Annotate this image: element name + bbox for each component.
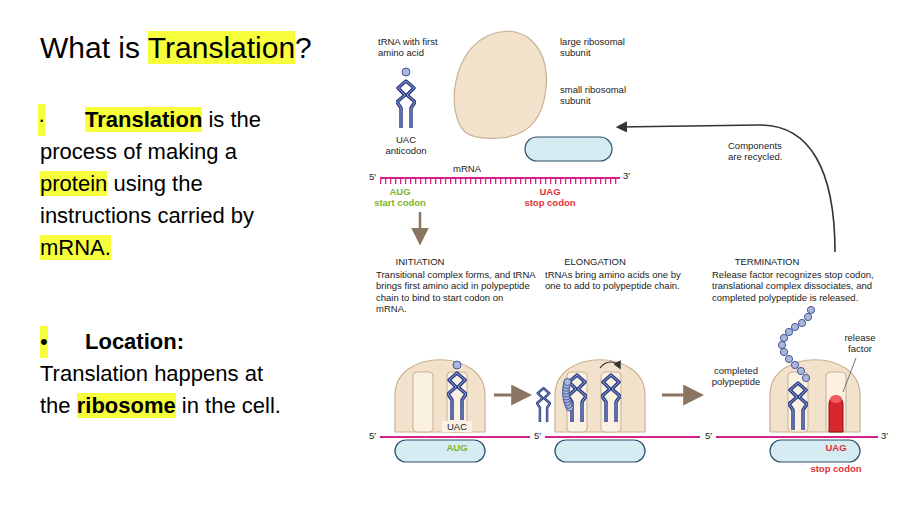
large-subunit	[555, 360, 645, 432]
codon-label: AUG	[380, 186, 420, 197]
codon-label: UAC	[442, 421, 472, 432]
recycle-arrow	[618, 125, 835, 252]
amino-acid-bead	[780, 348, 787, 355]
small-subunit	[770, 440, 860, 462]
highlight-mark: mRNA.	[40, 235, 111, 260]
strand-end: 5′	[369, 430, 376, 441]
mrna-bases	[380, 178, 620, 184]
mrna-strand	[716, 436, 878, 438]
part-label: mRNA	[445, 163, 489, 174]
highlight-mark: Translation	[148, 31, 295, 64]
mrna-strand	[380, 436, 530, 438]
part-label: completed polypeptide	[705, 365, 767, 388]
small-subunit	[395, 440, 485, 462]
amino-acid-bead	[802, 374, 809, 381]
release-factor-top	[830, 395, 842, 403]
large-subunit	[395, 360, 485, 432]
strand-end: 5′	[705, 430, 712, 441]
amino-acid-bead	[798, 319, 805, 326]
codon-label: UAG	[530, 186, 570, 197]
strand-end: 3′	[881, 430, 888, 441]
transfer-arrow	[600, 362, 620, 368]
bullet-marker: •	[40, 326, 48, 358]
part-label: UAC anticodon	[381, 134, 431, 157]
flow-arrow	[494, 394, 528, 397]
large-subunit	[770, 360, 860, 432]
flow-arrow	[662, 394, 700, 397]
ribosome-site	[413, 372, 433, 432]
flow-arrow	[419, 212, 422, 242]
cycle-note: Components are recycled.	[728, 140, 790, 163]
location-heading: Location:	[85, 326, 184, 358]
highlight-mark: ribosome	[77, 393, 176, 418]
ribosome-site	[601, 372, 621, 432]
codon-label: AUG	[442, 442, 472, 453]
amino-acid-bead	[785, 328, 792, 335]
stage-description: Release factor recognizes stop codon, tr…	[712, 269, 882, 303]
codon-label: UAG	[821, 442, 851, 453]
amino-acid-bead	[402, 68, 410, 76]
ribosome-site	[826, 372, 846, 432]
highlight-mark: Translation	[85, 107, 202, 132]
amino-acid-bead	[780, 334, 787, 341]
codon-label: start codon	[370, 197, 430, 208]
amino-acid-bead	[791, 361, 798, 368]
stage-heading: INITIATION	[370, 256, 470, 267]
codon-label: stop codon	[806, 463, 866, 474]
strand-end: 5′	[534, 430, 541, 441]
amino-acid-bead	[778, 341, 785, 348]
codon-label: stop codon	[520, 197, 580, 208]
trna-figure	[537, 388, 550, 422]
amino-acid-bead	[791, 323, 798, 330]
stage-description: tRNAs bring amino acids one by one to ad…	[545, 269, 695, 292]
location-text: Translation happens at the ribosome in t…	[40, 358, 292, 422]
trna-figure	[602, 375, 620, 422]
part-label: release factor	[834, 332, 886, 355]
strand-end: 3′	[623, 170, 630, 181]
amino-acid-bead	[797, 367, 804, 374]
amino-acid-bead	[785, 355, 792, 362]
highlight-mark: protein	[40, 171, 107, 196]
small-subunit	[555, 440, 645, 462]
amino-acid-bead	[807, 306, 814, 313]
part-label: tRNA with first amino acid	[378, 36, 450, 59]
stage-description: Transitional complex forms, and tRNA bri…	[376, 269, 536, 315]
stage-heading: ELONGATION	[545, 256, 645, 267]
polypeptide-chains	[562, 306, 814, 411]
part-label: small ribosomal subunit	[560, 84, 640, 107]
mrna-strand	[545, 436, 700, 438]
definition-text: Translation is the process of making a p…	[40, 104, 302, 264]
small-subunit	[525, 137, 612, 161]
stage-heading: TERMINATION	[712, 256, 822, 267]
part-label: large ribosomal subunit	[560, 36, 640, 59]
leader-line	[843, 358, 856, 392]
amino-acid-bead	[453, 361, 461, 369]
trna-figure	[448, 373, 466, 420]
strand-end: 5′	[369, 171, 376, 182]
slide-title: What is Translation?	[40, 30, 312, 66]
amino-acid-bead	[804, 313, 811, 320]
large-subunit	[454, 31, 546, 138]
bullet-marker: ·	[38, 104, 45, 136]
amino-acid-bead	[564, 378, 571, 385]
trna-figure	[789, 383, 807, 430]
trna-figure	[397, 81, 415, 128]
